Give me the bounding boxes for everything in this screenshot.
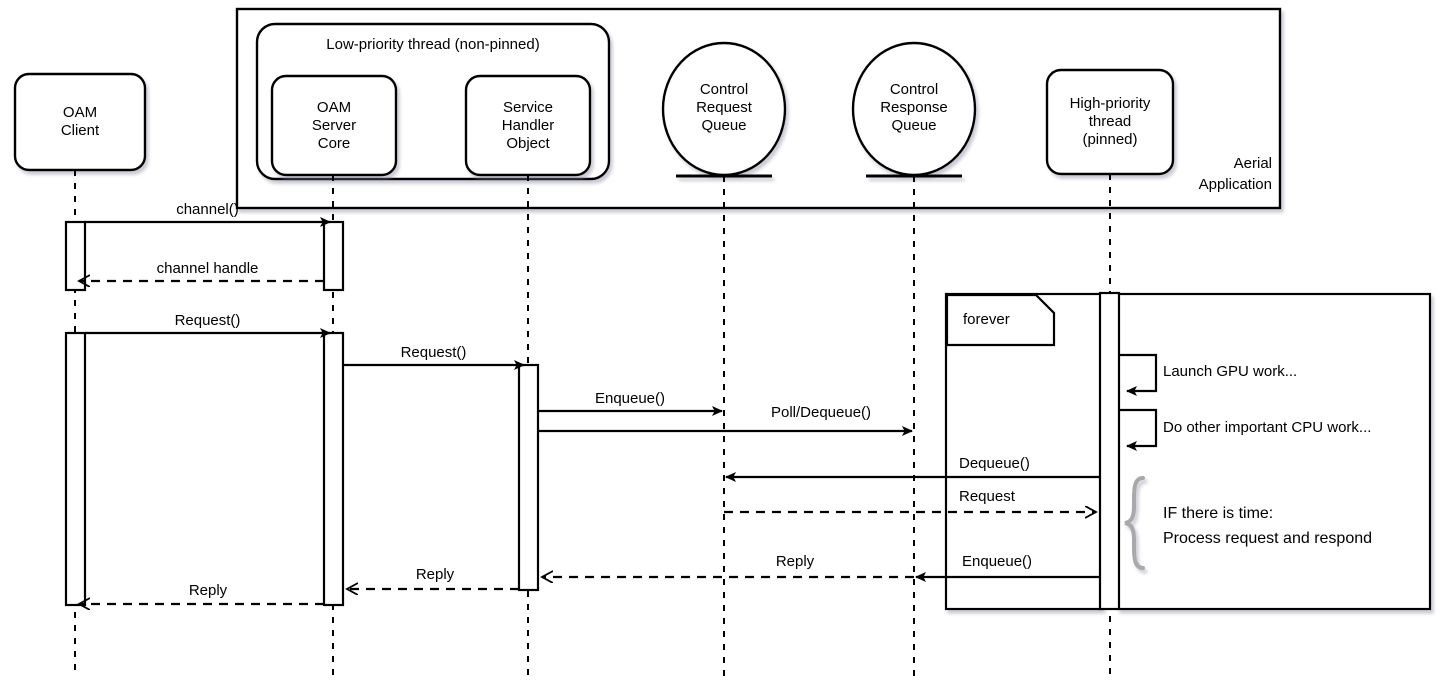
message-label-enqueue-request: Enqueue() (594, 390, 666, 407)
self-message-do-other-cpu-work (1119, 408, 1158, 451)
message-label-request-handler: Request() (400, 344, 467, 361)
message-label-channel-handle: channel handle (156, 260, 259, 277)
activation-oam-client-2 (64, 331, 87, 607)
container-label-aerial-application: Aerial Application (1060, 153, 1272, 195)
annotation-line-1: IF there is time: (1163, 505, 1274, 522)
message-label-request-client: Request() (174, 312, 241, 329)
annotation-curly-brace (1124, 476, 1145, 570)
self-message-label-launch-gpu-work: Launch GPU work... (1163, 363, 1298, 380)
activation-oam-server-2 (322, 331, 345, 607)
activation-service-handler (517, 363, 540, 592)
annotation-line-2: Process request and respond (1163, 530, 1373, 547)
high-priority-work-panel (1116, 292, 1432, 611)
fragment-forever (944, 292, 1104, 611)
message-label-request-dashed: Request (959, 488, 1015, 505)
message-label-dequeue: Dequeue() (959, 455, 1030, 472)
container-label-line2: Application (1198, 176, 1272, 193)
fragment-operator-tab (945, 293, 1056, 347)
participant-box-oam-client[interactable] (13, 72, 147, 172)
activation-oam-client-1 (64, 220, 87, 292)
self-message-launch-gpu-work (1119, 353, 1158, 396)
group-label-low-priority-thread: Low-priority thread (non-pinned) (326, 36, 540, 53)
message-label-poll-dequeue: Poll/Dequeue() (770, 404, 872, 421)
fragment-operator-label-forever: forever (963, 311, 1010, 328)
container-label-line1: Aerial (1233, 155, 1272, 172)
activation-high-priority-thread (1098, 291, 1121, 611)
annotation-text-if-there-is-time: IF there is time: Process request and re… (1163, 501, 1372, 551)
message-label-enqueue-response: Enqueue() (962, 553, 1033, 570)
activation-bars (64, 220, 1121, 611)
message-label-reply-server: Reply (415, 566, 455, 583)
self-message-label-do-other-cpu-work: Do other important CPU work... (1163, 419, 1372, 436)
activation-oam-server-1 (322, 220, 345, 292)
message-label-reply-client: Reply (188, 582, 228, 599)
message-label-reply-handler: Reply (775, 553, 815, 570)
message-label-channel: channel() (176, 201, 239, 218)
